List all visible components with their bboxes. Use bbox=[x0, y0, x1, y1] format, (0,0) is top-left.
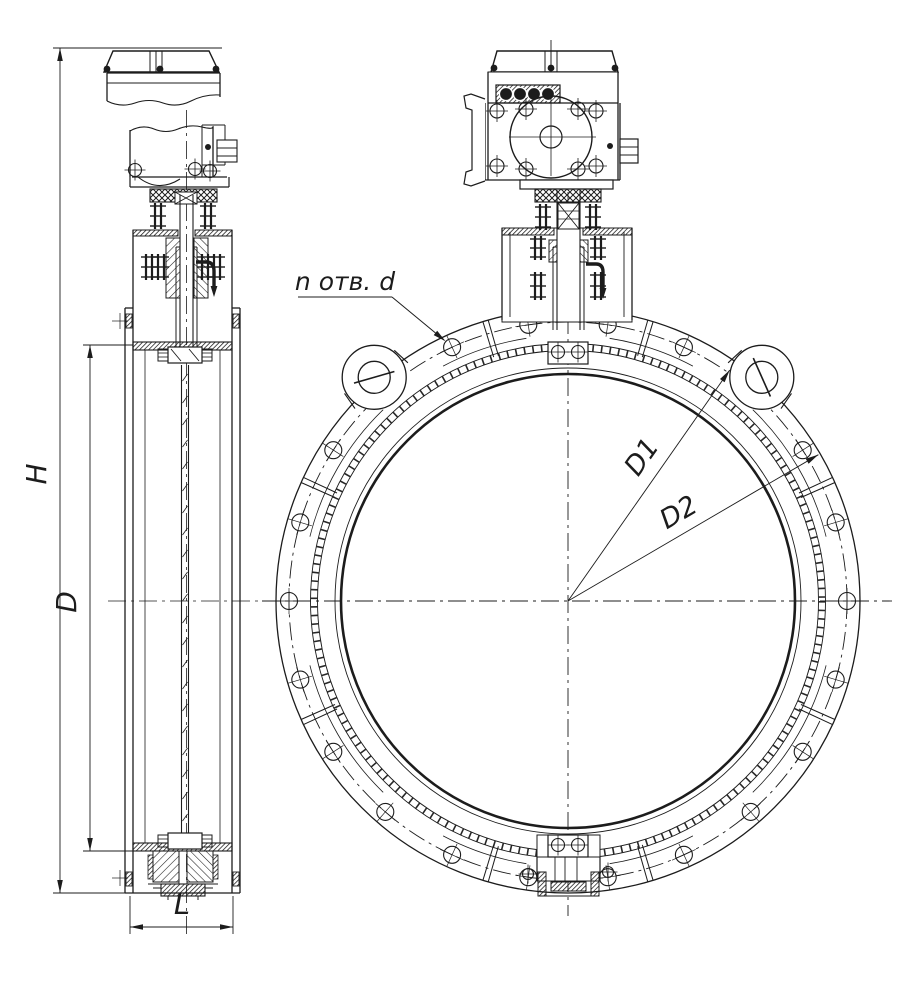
neck-side bbox=[132, 195, 233, 893]
lifting-lug bbox=[341, 344, 409, 410]
bottom-boss-front bbox=[518, 834, 618, 897]
mounting-stool-side bbox=[149, 188, 218, 229]
flange-bolt-hole bbox=[287, 667, 312, 693]
flange-bolt-hole bbox=[375, 802, 396, 822]
disc-top-clamp-front bbox=[547, 341, 589, 365]
valve-body-side bbox=[112, 307, 241, 894]
flange-bolt-hole bbox=[835, 588, 860, 614]
dim-H: H bbox=[20, 47, 222, 894]
dim-D: D bbox=[50, 344, 133, 852]
actuator-side bbox=[102, 50, 238, 188]
flange-bolt-hole bbox=[740, 802, 761, 822]
dim-L: L bbox=[129, 887, 234, 934]
dim-D1-label: D1 bbox=[618, 433, 665, 482]
flange-bolt-hole bbox=[322, 439, 344, 462]
dim-L-label: L bbox=[174, 887, 190, 921]
dim-H-label: H bbox=[20, 463, 53, 484]
dim-D2-label: D2 bbox=[655, 490, 703, 536]
dim-D2: D2 bbox=[567, 454, 819, 602]
dim-D-label: D bbox=[50, 591, 83, 613]
flange-bolt-hole bbox=[824, 667, 849, 693]
flange-bolt-hole bbox=[671, 335, 696, 359]
handwheel-bracket bbox=[463, 93, 486, 187]
flange-bolt-hole bbox=[671, 843, 696, 867]
bottom-trunnion-side bbox=[147, 850, 219, 900]
front-view bbox=[262, 40, 892, 916]
flange-bolt-hole bbox=[824, 509, 849, 535]
flange-bolt-hole bbox=[287, 509, 312, 535]
flange-bolt-hole bbox=[276, 588, 301, 614]
lifting-lug bbox=[727, 344, 795, 410]
side-view bbox=[102, 50, 258, 935]
flange-bolt-hole bbox=[792, 439, 814, 462]
holes-callout: n отв. d bbox=[295, 267, 446, 342]
holes-callout-label: n отв. d bbox=[295, 267, 395, 296]
dim-D1: D1 bbox=[567, 369, 731, 602]
front-view-neck bbox=[501, 190, 633, 330]
disc-side bbox=[157, 346, 213, 850]
flange-bolt-hole bbox=[792, 740, 814, 763]
flange-bolt-hole bbox=[440, 335, 465, 359]
actuator-front bbox=[463, 50, 639, 230]
flange-bolt-hole bbox=[322, 740, 344, 763]
flange-bolt-hole bbox=[440, 843, 465, 867]
